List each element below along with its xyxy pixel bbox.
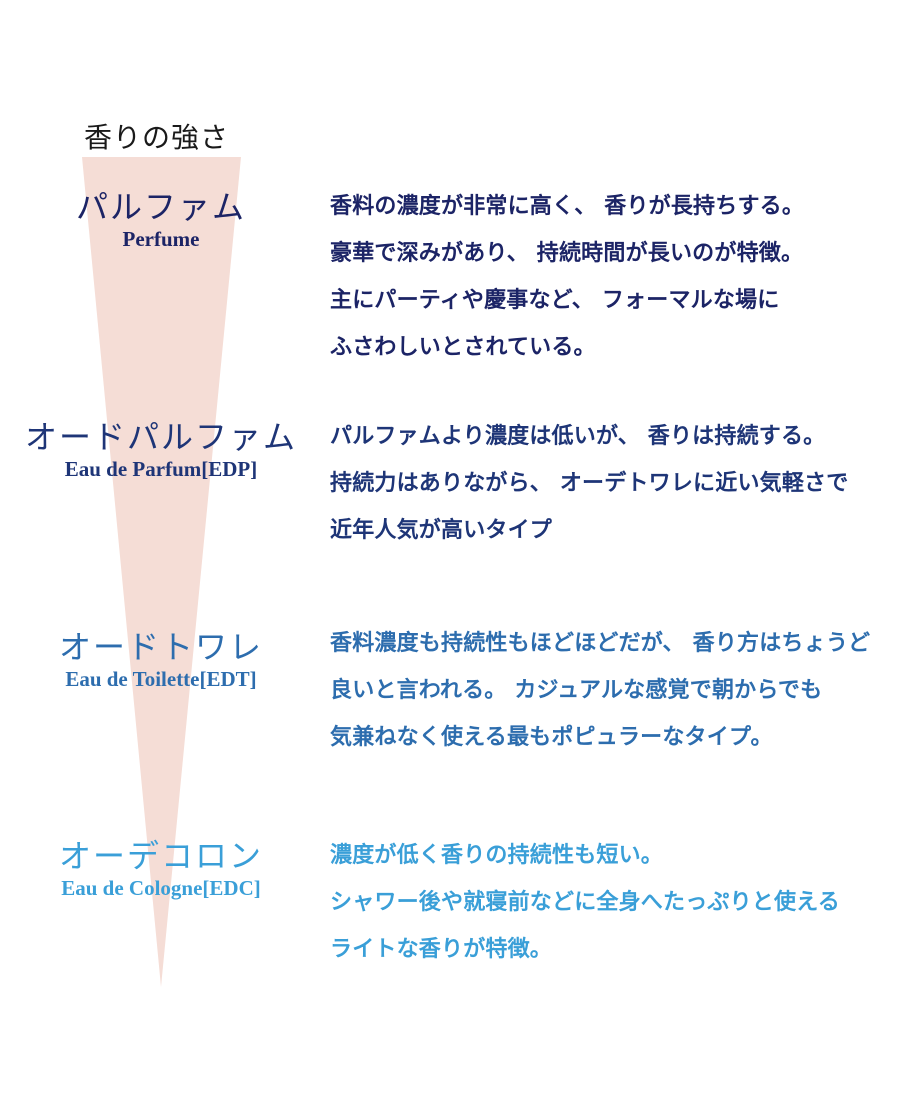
description-line: パルファムより濃度は低いが、 香りは持続する。 bbox=[330, 423, 826, 449]
type-name-eau-de-cologne: オーデコロン Eau de Cologne[EDC] bbox=[20, 837, 302, 901]
description-eau-de-parfum: パルファムより濃度は低いが、 香りは持続する。 持続力はありながら、 オーデトワ… bbox=[330, 413, 910, 554]
type-name-en: Eau de Cologne[EDC] bbox=[61, 876, 261, 900]
description-line: 近年人気が高いタイプ bbox=[330, 517, 553, 543]
description-line: シャワー後や就寝前などに全身へたっぷりと使える bbox=[330, 889, 840, 915]
type-name-en: Perfume bbox=[122, 227, 200, 251]
type-name-eau-de-toilette: オードトワレ Eau de Toilette[EDT] bbox=[20, 628, 302, 692]
description-eau-de-cologne: 濃度が低く香りの持続性も短い。 シャワー後や就寝前などに全身へたっぷりと使える … bbox=[330, 832, 910, 973]
type-name-en: Eau de Parfum[EDP] bbox=[64, 457, 258, 481]
description-line: 気兼ねなく使える最もポピュラーなタイプ。 bbox=[330, 724, 773, 750]
intensity-triangle-shape bbox=[82, 157, 241, 987]
type-name-ja: パルファム bbox=[75, 188, 246, 226]
description-eau-de-toilette: 香料濃度も持続性もほどほどだが、 香り方はちょうど 良いと言われる。 カジュアル… bbox=[330, 620, 910, 761]
type-name-perfume: パルファム Perfume bbox=[20, 188, 302, 252]
description-perfume: 香料の濃度が非常に高く、 香りが長持ちする。 豪華で深みがあり、 持続時間が長い… bbox=[330, 183, 910, 371]
description-line: 濃度が低く香りの持続性も短い。 bbox=[330, 842, 664, 868]
type-name-ja: オーデコロン bbox=[58, 837, 263, 875]
type-name-eau-de-parfum: オードパルファム Eau de Parfum[EDP] bbox=[20, 418, 302, 482]
type-name-ja: オードトワレ bbox=[58, 628, 263, 666]
description-line: ふさわしいとされている。 bbox=[330, 334, 596, 360]
description-line: 良いと言われる。 カジュアルな感覚で朝からでも bbox=[330, 677, 823, 703]
description-line: 主にパーティや慶事など、 フォーマルな場に bbox=[330, 287, 780, 313]
description-line: 持続力はありながら、 オーデトワレに近い気軽さで bbox=[330, 470, 849, 496]
type-name-en: Eau de Toilette[EDT] bbox=[65, 667, 257, 691]
intensity-scale-title: 香りの強さ bbox=[84, 121, 230, 154]
description-line: 豪華で深みがあり、 持続時間が長いのが特徴。 bbox=[330, 240, 804, 266]
description-line: 香料濃度も持続性もほどほどだが、 香り方はちょうど bbox=[330, 630, 871, 656]
description-line: 香料の濃度が非常に高く、 香りが長持ちする。 bbox=[330, 193, 805, 219]
type-name-ja: オードパルファム bbox=[24, 418, 297, 456]
description-line: ライトな香りが特徴。 bbox=[330, 936, 553, 962]
